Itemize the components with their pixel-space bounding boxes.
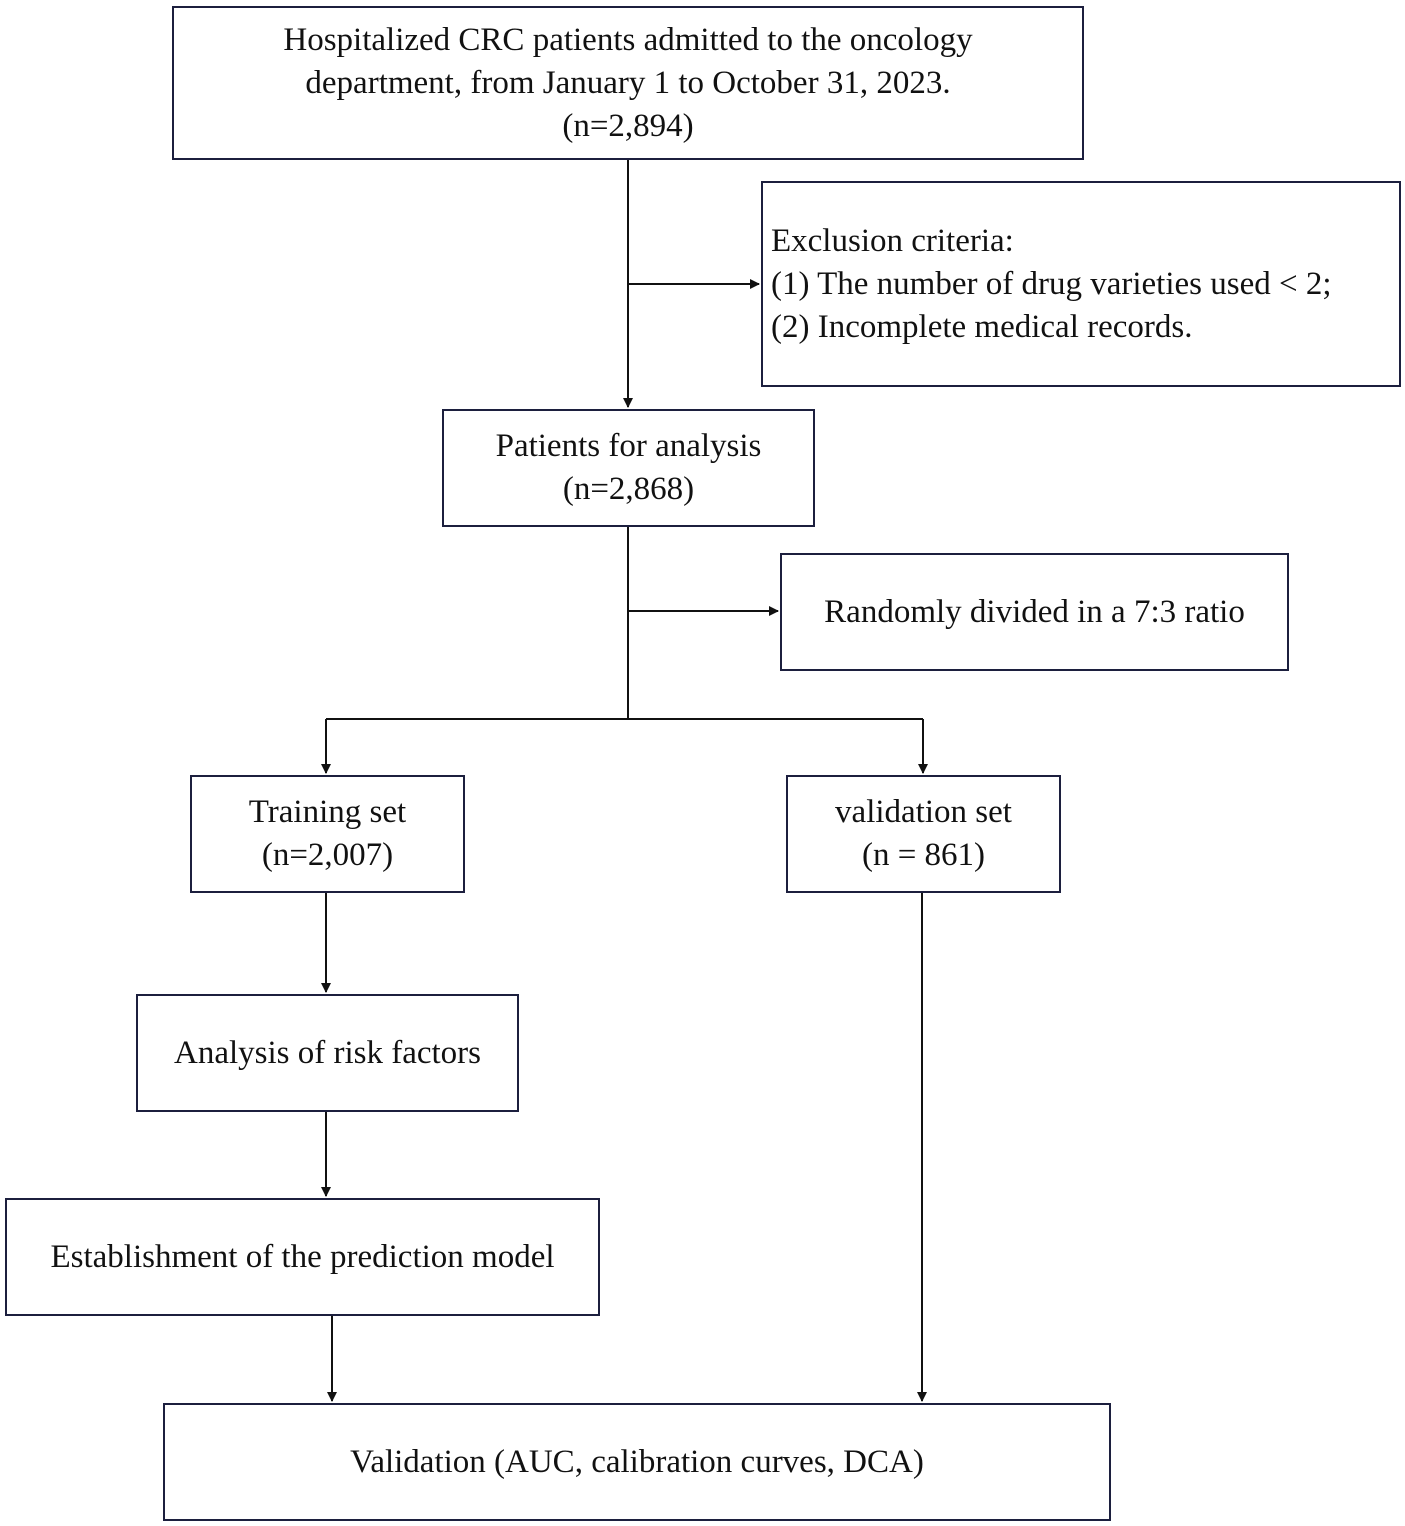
source-line-2: department, from January 1 to October 31…: [305, 64, 951, 101]
exclusion-criteria-box: Exclusion criteria: (1) The number of dr…: [761, 181, 1401, 387]
training-label: Training set: [248, 794, 407, 830]
analysis-count: (n=2,868): [562, 471, 695, 507]
final-validation-label: Validation (AUC, calibration curves, DCA…: [350, 1443, 924, 1480]
exclusion-heading: Exclusion criteria:: [771, 222, 1014, 259]
source-line-1: Hospitalized CRC patients admitted to th…: [283, 21, 973, 58]
exclusion-item-1: (1) The number of drug varieties used < …: [771, 265, 1332, 302]
analysis-label: Patients for analysis: [495, 428, 762, 464]
prediction-model-box: Establishment of the prediction model: [5, 1198, 600, 1316]
prediction-model-label: Establishment of the prediction model: [50, 1238, 555, 1275]
validation-set-count: (n = 861): [861, 837, 986, 873]
validation-set-label: validation set: [835, 794, 1012, 830]
source-count: (n=2,894): [562, 107, 694, 144]
validation-set-box: validation set (n = 861): [786, 775, 1061, 893]
random-split-label: Randomly divided in a 7:3 ratio: [824, 593, 1245, 630]
risk-factors-box: Analysis of risk factors: [136, 994, 519, 1112]
training-set-box: Training set (n=2,007): [190, 775, 465, 893]
exclusion-item-2: (2) Incomplete medical records.: [771, 308, 1193, 345]
final-validation-box: Validation (AUC, calibration curves, DCA…: [163, 1403, 1111, 1521]
source-population-box: Hospitalized CRC patients admitted to th…: [172, 6, 1084, 160]
training-count: (n=2,007): [261, 837, 394, 873]
random-split-box: Randomly divided in a 7:3 ratio: [780, 553, 1289, 671]
analysis-population-box: Patients for analysis (n=2,868): [442, 409, 815, 527]
risk-factors-label: Analysis of risk factors: [173, 1034, 482, 1071]
